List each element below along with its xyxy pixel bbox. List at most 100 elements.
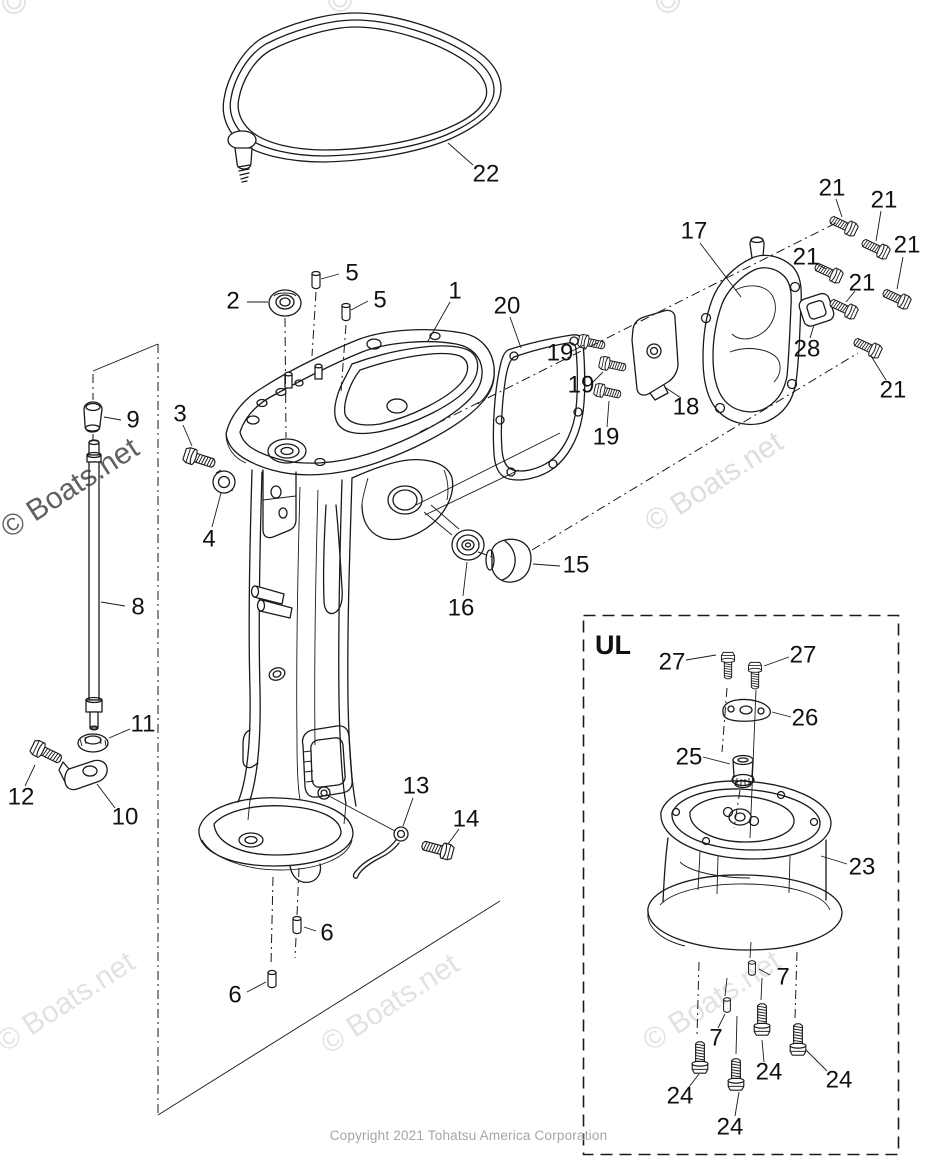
part-callout-13[interactable]: 13 bbox=[403, 773, 430, 800]
watermark-text: © Boats.net bbox=[315, 947, 465, 1061]
part-callout-6[interactable]: 6 bbox=[228, 982, 241, 1009]
part-24-bolt bbox=[691, 1041, 709, 1074]
watermark-copyright-mark bbox=[328, 0, 352, 12]
part-callout-20[interactable]: 20 bbox=[494, 293, 521, 320]
region-boundary-lines bbox=[92, 343, 501, 1116]
watermark-text: © Boats.net bbox=[0, 431, 145, 545]
part-19-bolt bbox=[576, 333, 607, 353]
part-4-lock-washer bbox=[212, 469, 236, 494]
part-callout-22[interactable]: 22 bbox=[473, 161, 500, 188]
part-11-grommet bbox=[77, 733, 109, 753]
part-callout-25[interactable]: 25 bbox=[676, 744, 703, 771]
part-27-bolt bbox=[747, 661, 763, 690]
part-14-bolt bbox=[419, 836, 456, 862]
part-24-bolt bbox=[789, 1023, 807, 1056]
part-10-bracket bbox=[58, 759, 108, 791]
part-callout-7[interactable]: 7 bbox=[776, 964, 789, 991]
assembly-axis-lines bbox=[92, 221, 859, 967]
part-callout-9[interactable]: 9 bbox=[126, 407, 139, 434]
watermark-copyright-mark bbox=[656, 0, 680, 13]
part-2-grommet bbox=[268, 289, 302, 317]
watermark-text: © Boats.net bbox=[0, 945, 141, 1059]
part-callout-21[interactable]: 21 bbox=[793, 244, 820, 271]
part-callout-19[interactable]: 19 bbox=[593, 424, 620, 451]
part-callout-27[interactable]: 27 bbox=[790, 642, 817, 669]
part-12-bolt bbox=[28, 738, 65, 768]
part-6-dowel-pin bbox=[292, 915, 302, 935]
part-callout-21[interactable]: 21 bbox=[849, 270, 876, 297]
part-callout-8[interactable]: 8 bbox=[131, 594, 144, 621]
part-callout-15[interactable]: 15 bbox=[563, 552, 590, 579]
part-5-dowel-pin bbox=[341, 302, 351, 322]
axis-seal-plug bbox=[477, 551, 493, 558]
watermark-copyright-mark bbox=[2, 0, 26, 14]
part-1-driveshaft-housing bbox=[198, 329, 495, 884]
part-callout-21[interactable]: 21 bbox=[894, 232, 921, 259]
part-callout-6[interactable]: 6 bbox=[320, 920, 333, 947]
part-callout-28[interactable]: 28 bbox=[794, 336, 821, 363]
part-3-bolt bbox=[181, 445, 218, 472]
part-15-plug-cap bbox=[485, 538, 532, 583]
part-23-extension-housing bbox=[647, 780, 843, 951]
watermark-copyright-mark bbox=[6, 0, 22, 10]
part-17-exhaust-cover bbox=[700, 236, 802, 426]
part-16-seal bbox=[451, 529, 485, 561]
part-callout-7[interactable]: 7 bbox=[709, 1025, 722, 1052]
part-callout-11[interactable]: 11 bbox=[131, 711, 156, 738]
ul-variant-inset bbox=[582, 614, 900, 1156]
part-21-bolt bbox=[851, 334, 884, 361]
part-callout-4[interactable]: 4 bbox=[202, 526, 215, 553]
part-21-bolt bbox=[880, 285, 913, 312]
watermark-layer: © Boats.net © Boats.net © Boats.net © Boats… bbox=[0, 0, 789, 1061]
part-21-bolt bbox=[859, 235, 892, 262]
part-callout-24[interactable]: 24 bbox=[717, 1114, 744, 1141]
part-19-bolt bbox=[597, 355, 628, 375]
part-25-bushing bbox=[731, 754, 755, 789]
part-callout-2[interactable]: 2 bbox=[226, 288, 239, 315]
part-callout-14[interactable]: 14 bbox=[453, 806, 480, 833]
fit-line-port-to-seal bbox=[423, 504, 460, 536]
part-callout-10[interactable]: 10 bbox=[112, 804, 139, 831]
part-callout-26[interactable]: 26 bbox=[792, 705, 819, 732]
part-22-upper-seal-gasket bbox=[222, 12, 502, 183]
part-6-dowel-pin bbox=[267, 969, 277, 989]
part-callout-19[interactable]: 19 bbox=[568, 372, 595, 399]
part-8-pivot-shaft bbox=[85, 439, 103, 731]
part-callout-24[interactable]: 24 bbox=[667, 1083, 694, 1110]
part-callout-21[interactable]: 21 bbox=[819, 175, 846, 202]
part-5-dowel-pin bbox=[311, 270, 321, 290]
part-19-bolt bbox=[592, 382, 623, 402]
part-24-bolt bbox=[727, 1058, 745, 1091]
part-callout-5[interactable]: 5 bbox=[373, 287, 386, 314]
part-20-gasket bbox=[492, 334, 586, 481]
part-callout-23[interactable]: 23 bbox=[849, 854, 876, 881]
part-callout-24[interactable]: 24 bbox=[826, 1067, 853, 1094]
part-callout-21[interactable]: 21 bbox=[871, 187, 898, 214]
inset-label-ul[interactable]: UL bbox=[595, 630, 631, 660]
part-27-bolt bbox=[720, 651, 736, 680]
watermark-copyright-mark bbox=[332, 0, 348, 8]
watermark-text: © Boats.net bbox=[639, 425, 789, 539]
copyright-text: Copyright 2021 Tohatsu America Corporati… bbox=[329, 1128, 608, 1143]
part-9-cap bbox=[83, 401, 103, 433]
part-callout-19[interactable]: 19 bbox=[547, 340, 574, 367]
part-callout-21[interactable]: 21 bbox=[880, 377, 907, 404]
part-24-bolt bbox=[753, 1003, 771, 1036]
part-callout-18[interactable]: 18 bbox=[673, 394, 700, 421]
watermark-copyright-mark bbox=[660, 0, 676, 9]
part-callout-5[interactable]: 5 bbox=[345, 260, 358, 287]
part-callout-1[interactable]: 1 bbox=[448, 278, 461, 305]
part-callout-12[interactable]: 12 bbox=[8, 784, 35, 811]
part-callout-16[interactable]: 16 bbox=[448, 595, 475, 622]
part-callout-27[interactable]: 27 bbox=[659, 649, 686, 676]
part-callout-24[interactable]: 24 bbox=[756, 1059, 783, 1086]
part-26-plate bbox=[722, 698, 771, 722]
part-28-plug bbox=[798, 292, 835, 327]
part-callout-3[interactable]: 3 bbox=[173, 401, 186, 428]
part-callout-17[interactable]: 17 bbox=[681, 218, 708, 245]
part-13-clip-wire bbox=[326, 794, 409, 879]
part-18-plate bbox=[631, 309, 679, 401]
